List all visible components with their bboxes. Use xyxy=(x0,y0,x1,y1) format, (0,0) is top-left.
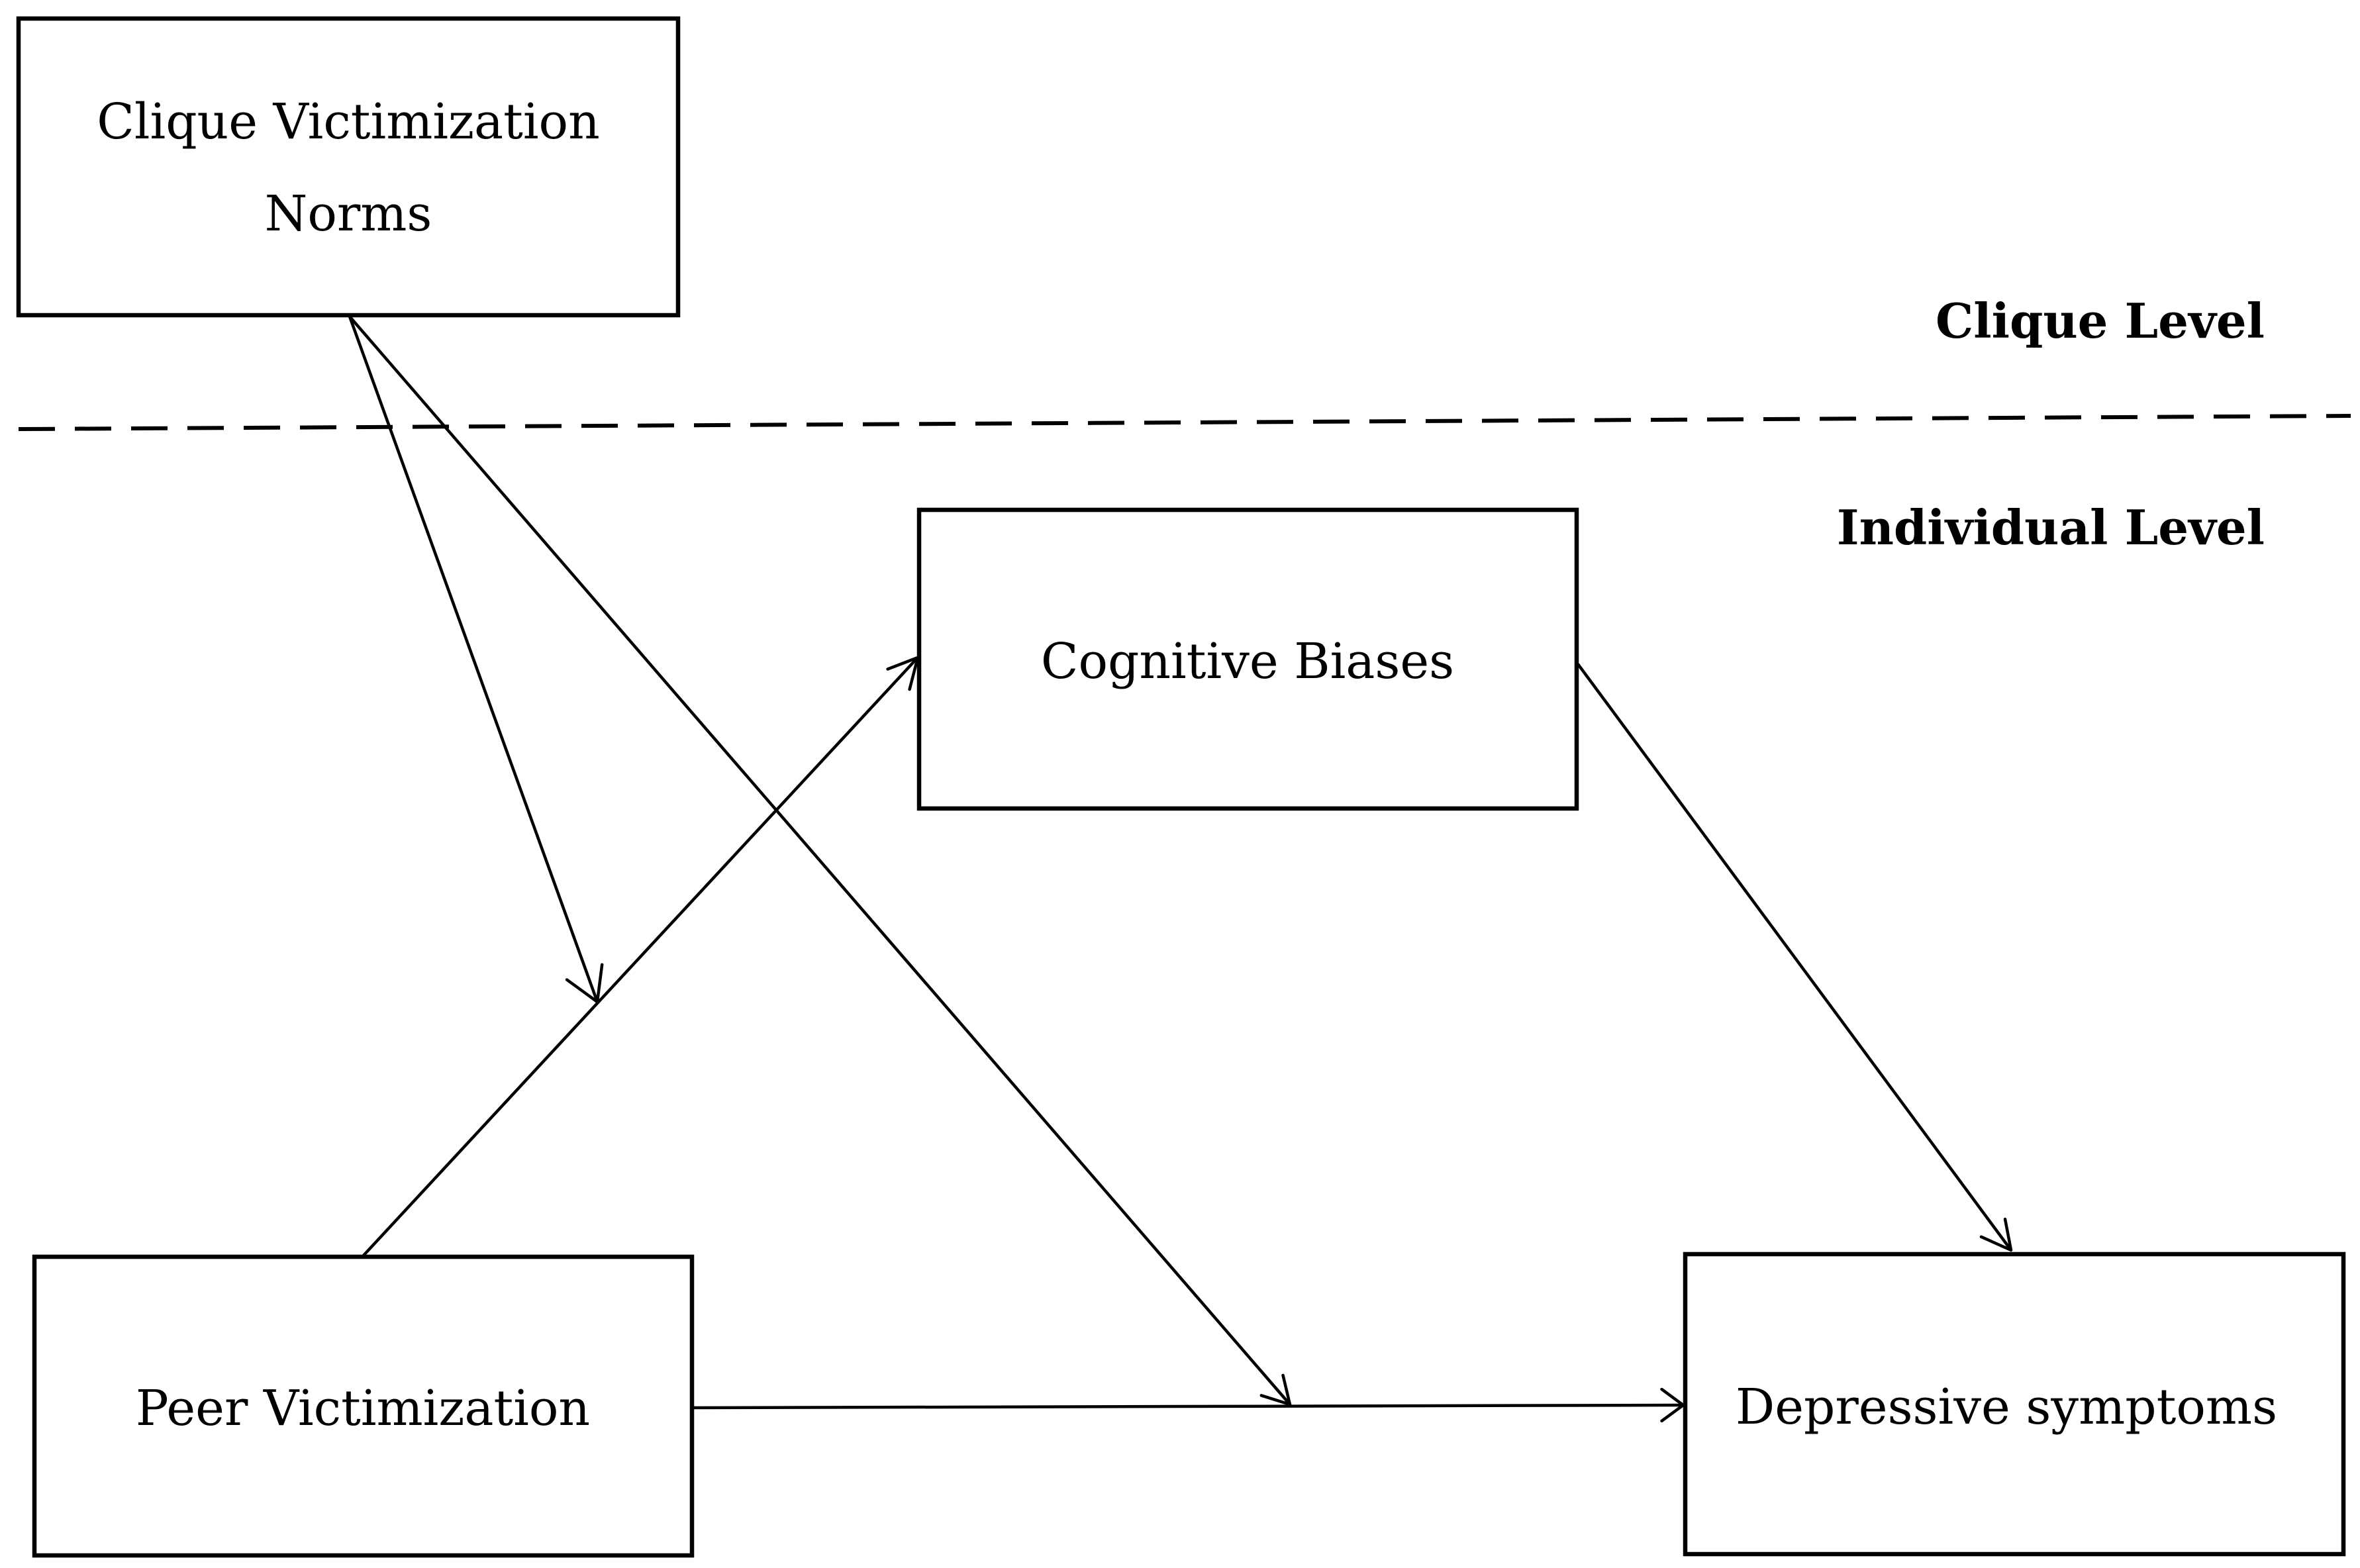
node-depressive-symptoms: Depressive symptoms xyxy=(1683,1251,2346,1557)
level-divider xyxy=(18,414,2351,431)
node-clique-victimization-norms: Clique Victimization Norms xyxy=(16,16,681,318)
peer-victimization-label: Peer Victimization xyxy=(136,1380,590,1437)
edge-peer-to-depressive xyxy=(693,1387,1685,1423)
edge-norms-moderates-direct-path xyxy=(348,315,1292,1406)
clique-level-label: Clique Level xyxy=(1936,293,2265,349)
clique-norms-label-line2: Norms xyxy=(265,185,432,242)
cognitive-biases-label: Cognitive Biases xyxy=(1041,633,1454,690)
individual-level-label: Individual Level xyxy=(1837,499,2265,556)
node-peer-victimization: Peer Victimization xyxy=(32,1254,695,1558)
edge-norms-moderates-cognitive-path xyxy=(348,316,604,1004)
edge-peer-to-cognitive xyxy=(362,656,920,1257)
clique-norms-label-line1: Clique Victimization xyxy=(97,93,600,150)
edge-cognitive-to-depressive xyxy=(1577,663,2013,1252)
depressive-symptoms-label: Depressive symptoms xyxy=(1736,1379,2277,1436)
node-cognitive-biases: Cognitive Biases xyxy=(916,507,1579,811)
